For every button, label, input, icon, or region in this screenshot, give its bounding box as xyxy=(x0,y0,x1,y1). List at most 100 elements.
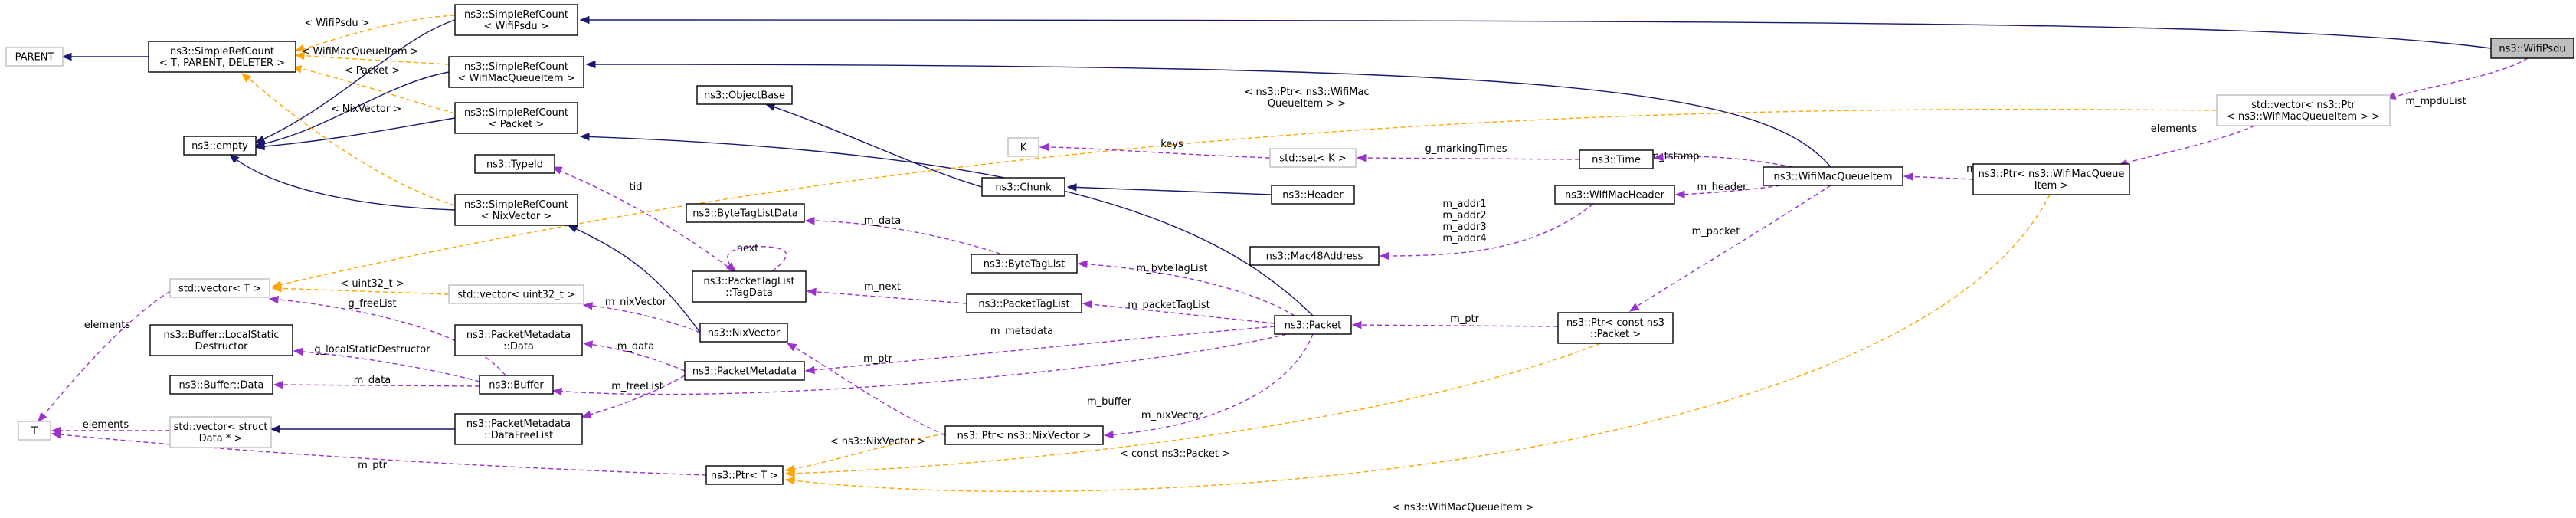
node-nixvector[interactable]: ns3::NixVector xyxy=(699,323,788,343)
edge-label-m-ptr-t: m_ptr xyxy=(358,460,388,471)
node-pm-data[interactable]: ns3::PacketMetadata::Data xyxy=(454,324,583,356)
node-label: ns3::TypeId xyxy=(486,159,543,171)
node-src-wmqi[interactable]: ns3::SimpleRefCount< WifiMacQueueItem > xyxy=(448,56,584,88)
node-wifimacqueueitem[interactable]: ns3::WifiMacQueueItem xyxy=(1763,166,1903,186)
node-header[interactable]: ns3::Header xyxy=(1271,185,1355,205)
node-time[interactable]: ns3::Time xyxy=(1579,149,1654,169)
edge-label-elements-vector: elements xyxy=(2151,123,2198,135)
node-label: ns3::Time xyxy=(1592,155,1641,166)
usage-edge-46 xyxy=(293,347,480,382)
node-simplerefcount-tpl[interactable]: ns3::SimpleRefCount< T, PARENT, DELETER … xyxy=(148,41,296,73)
usage-edge-47 xyxy=(273,380,480,389)
template-edge-18 xyxy=(271,284,450,295)
node-typeid[interactable]: ns3::TypeId xyxy=(474,154,555,174)
node-packettaglist[interactable]: ns3::PacketTagList xyxy=(966,293,1082,313)
node-wifipsdu[interactable]: ns3::WifiPsdu xyxy=(2490,38,2574,59)
node-ptr-wmqi[interactable]: ns3::Ptr< ns3::WifiMacQueueItem > xyxy=(1972,163,2130,195)
usage-edge-42 xyxy=(786,343,946,436)
node-label: ns3::PacketTagList xyxy=(978,299,1069,310)
node-objectbase[interactable]: ns3::ObjectBase xyxy=(696,85,793,105)
node-label: < ns3::WifiMacQueueItem > > xyxy=(2227,111,2380,123)
inheritance-edge-7 xyxy=(254,19,456,143)
node-buffer-data[interactable]: ns3::Buffer::Data xyxy=(169,375,273,395)
edge-label-next: next xyxy=(737,243,759,254)
template-edge-16 xyxy=(241,73,456,206)
usage-edge-30 xyxy=(1379,203,1594,261)
node-label: ns3::ByteTagListData xyxy=(692,208,798,220)
node-label: PARENT xyxy=(15,52,54,64)
node-label: ns3::Ptr< const ns3 xyxy=(1566,317,1664,329)
inheritance-edge-4 xyxy=(567,225,701,333)
edge-label-m-header: m_header xyxy=(1697,182,1748,193)
edge-label-tid: tid xyxy=(630,182,643,193)
node-label: ns3::PacketMetadata xyxy=(692,366,797,378)
node-label: ns3::SimpleRefCount xyxy=(464,61,568,73)
edge-labels-layer: < WifiPsdu > < WifiMacQueueItem > < Pack… xyxy=(83,18,2466,513)
inheritance-edge-2 xyxy=(579,133,1314,316)
edge-label-m-nixvector-2: m_nixVector xyxy=(1141,410,1203,421)
node-mac48[interactable]: ns3::Mac48Address xyxy=(1249,246,1380,266)
node-vector-uint32: std::vector< uint32_t > xyxy=(448,284,584,304)
edge-label-m-next: m_next xyxy=(864,281,901,293)
node-src-wifipsdu[interactable]: ns3::SimpleRefCount< WifiPsdu > xyxy=(454,4,578,36)
node-vector-ptr-wmqi: std::vector< ns3::Ptr< ns3::WifiMacQueue… xyxy=(2216,94,2391,126)
edge-label-m-metadata: m_metadata xyxy=(990,326,1053,337)
node-label: ns3::Chunk xyxy=(995,182,1052,194)
edge-label-g-markingtimes: g_markingTimes xyxy=(1425,143,1507,155)
node-label: Item > xyxy=(2034,180,2069,192)
edge-label-m-data-buffer: m_data xyxy=(354,375,391,386)
node-label: std::set< K > xyxy=(1279,153,1346,165)
edge-label-g-localstaticdestructor: g_localStaticDestructor xyxy=(314,344,430,356)
usage-edge-26 xyxy=(1674,185,1781,198)
edge-label-m-addr4: m_addr4 xyxy=(1442,233,1486,244)
node-label: ns3::Ptr< ns3::NixVector > xyxy=(957,431,1092,442)
node-label: std::vector< T > xyxy=(178,284,261,295)
node-bytetaglistdata[interactable]: ns3::ByteTagListData xyxy=(686,203,805,223)
node-ptr-nixvector[interactable]: ns3::Ptr< ns3::NixVector > xyxy=(944,425,1104,445)
template-edge-20 xyxy=(784,343,1602,477)
inheritance-edge-6 xyxy=(1066,183,1272,195)
template-edge-21 xyxy=(784,194,2051,493)
node-packet[interactable]: ns3::Packet xyxy=(1274,315,1352,335)
node-tagdata[interactable]: ns3::PacketTagList::TagData xyxy=(692,270,807,303)
inheritance-edge-12 xyxy=(270,425,455,434)
edge-label-g-freelist: g_freeList xyxy=(348,298,396,310)
node-bytetaglist[interactable]: ns3::ByteTagList xyxy=(971,254,1078,274)
usage-edge-45 xyxy=(268,295,506,376)
node-empty[interactable]: ns3::empty xyxy=(183,136,257,156)
node-label: < T, PARENT, DELETER > xyxy=(159,57,285,69)
usage-edge-39 xyxy=(1103,333,1314,439)
edge-label-wifipsdu-template: < WifiPsdu > xyxy=(304,18,369,29)
edge-label-m-data-packetmetadata: m_data xyxy=(617,341,654,352)
usage-edge-35 xyxy=(552,166,735,272)
edge-label-elements-struct: elements xyxy=(83,419,129,431)
usage-edge-38 xyxy=(582,301,701,333)
usage-edge-36 xyxy=(806,287,967,304)
edge-label-m-packet: m_packet xyxy=(1692,226,1740,238)
edge-label-m-tstamp: m_tstamp xyxy=(1649,151,1699,162)
edge-label-m-packettaglist: m_packetTagList xyxy=(1128,300,1209,311)
edge-label-m-addr2: m_addr2 xyxy=(1442,210,1486,221)
node-label: T xyxy=(31,426,38,438)
node-label: < WifiMacQueueItem > xyxy=(457,73,574,84)
node-label: ns3::empty xyxy=(191,141,248,152)
node-ptr-const-packet[interactable]: ns3::Ptr< const ns3::Packet > xyxy=(1557,312,1674,344)
node-label: K xyxy=(1020,143,1027,154)
template-edge-15 xyxy=(291,65,456,114)
node-src-packet[interactable]: ns3::SimpleRefCount< Packet > xyxy=(454,102,578,134)
node-parent: PARENT xyxy=(5,47,64,67)
node-buffer[interactable]: ns3::Buffer xyxy=(479,375,554,395)
edge-label-m-addr1: m_addr1 xyxy=(1442,198,1486,210)
node-wifimacheader[interactable]: ns3::WifiMacHeader xyxy=(1554,185,1675,205)
node-label: ns3::WifiMacQueueItem xyxy=(1773,172,1892,183)
node-ptr-t[interactable]: ns3::Ptr< T > xyxy=(705,465,784,485)
node-src-nixvector[interactable]: ns3::SimpleRefCount< NixVector > xyxy=(454,194,578,226)
node-label: ns3::SimpleRefCount xyxy=(464,107,568,119)
node-k: K xyxy=(1007,137,1039,157)
node-chunk[interactable]: ns3::Chunk xyxy=(981,177,1065,197)
node-packetmetadata[interactable]: ns3::PacketMetadata xyxy=(684,361,805,381)
edge-label-nixvector-template: < NixVector > xyxy=(331,103,402,115)
node-datafreelist[interactable]: ns3::PacketMetadata::DataFreeList xyxy=(454,413,583,445)
